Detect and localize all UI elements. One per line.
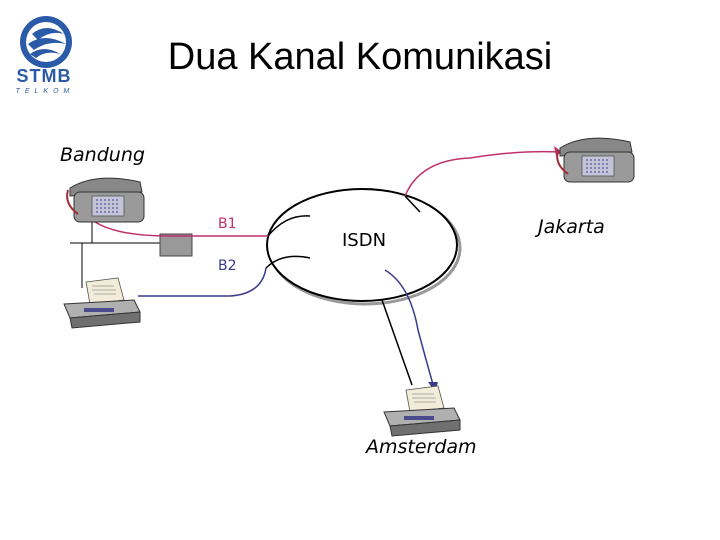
network-terminal-icon xyxy=(159,233,193,257)
b1-network-line xyxy=(267,215,311,237)
b2-to-amsterdam-line xyxy=(384,269,435,389)
amsterdam-label: Amsterdam xyxy=(366,436,477,458)
b2-channel-line xyxy=(138,267,267,297)
bandung-fax-icon xyxy=(63,277,141,329)
logo-tagline: TELKOM xyxy=(15,88,75,95)
amsterdam-drop-line xyxy=(381,299,413,386)
b1-to-jakarta-line xyxy=(404,150,561,197)
b1-inner-line xyxy=(404,195,421,213)
bandung-phone-icon xyxy=(66,177,145,223)
jakarta-phone-icon xyxy=(556,137,635,183)
isdn-label: ISDN xyxy=(342,230,387,251)
b2-network-line xyxy=(265,255,311,269)
page-title: Dua Kanal Komunikasi xyxy=(167,36,553,78)
stmb-logo-icon xyxy=(20,16,72,68)
amsterdam-fax-icon xyxy=(383,385,461,437)
isdn-cloud xyxy=(266,188,458,302)
bandung-label: Bandung xyxy=(60,144,145,166)
logo-name: STMB xyxy=(16,66,72,86)
jakarta-label: Jakarta xyxy=(538,216,605,238)
b2-label: B2 xyxy=(218,258,237,274)
b1-label: B1 xyxy=(218,216,237,232)
